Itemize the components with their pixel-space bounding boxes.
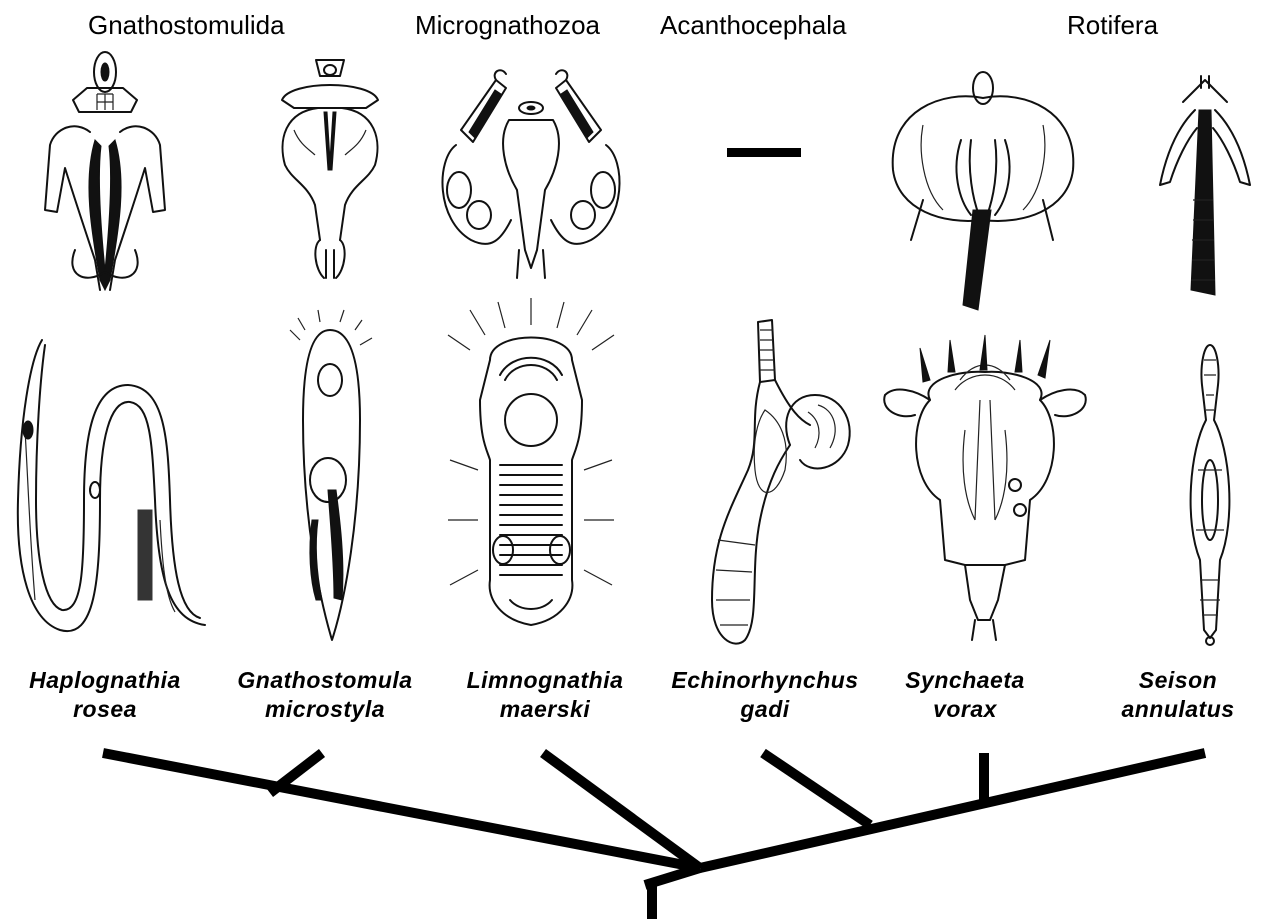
species-genus: Seison bbox=[1083, 666, 1273, 695]
species-epithet: rosea bbox=[10, 695, 200, 724]
species-label-gnathostomula-microstyla: Gnathostomula microstyla bbox=[230, 666, 420, 724]
species-epithet: maerski bbox=[450, 695, 640, 724]
jaw-absent-bar bbox=[727, 148, 801, 157]
body-echinorhynchus bbox=[712, 320, 850, 644]
species-label-haplognathia-rosea: Haplognathia rosea bbox=[10, 666, 200, 724]
species-epithet: vorax bbox=[870, 695, 1060, 724]
species-epithet: annulatus bbox=[1083, 695, 1273, 724]
species-label-echinorhynchus-gadi: Echinorhynchus gadi bbox=[670, 666, 860, 724]
jaw-synchaeta bbox=[893, 72, 1074, 310]
species-epithet: microstyla bbox=[230, 695, 420, 724]
body-limnognathia bbox=[448, 298, 614, 625]
species-genus: Haplognathia bbox=[10, 666, 200, 695]
phylogenetic-tree bbox=[103, 753, 1205, 919]
species-genus: Gnathostomula bbox=[230, 666, 420, 695]
tree-root-join bbox=[645, 868, 700, 885]
species-genus: Echinorhynchus bbox=[670, 666, 860, 695]
jaw-limnognathia bbox=[442, 70, 619, 278]
tree-branch-gnathostomulida bbox=[103, 753, 700, 868]
tree-branch-eurotatoria bbox=[700, 753, 1205, 868]
jaw-haplognathia bbox=[45, 52, 165, 290]
species-genus: Limnognathia bbox=[450, 666, 640, 695]
body-synchaeta bbox=[884, 335, 1086, 640]
jaw-gnathostomula bbox=[282, 60, 378, 278]
species-label-limnognathia-maerski: Limnognathia maerski bbox=[450, 666, 640, 724]
species-epithet: gadi bbox=[670, 695, 860, 724]
body-gnathostomula bbox=[290, 310, 372, 640]
species-genus: Synchaeta bbox=[870, 666, 1060, 695]
species-label-synchaeta-vorax: Synchaeta vorax bbox=[870, 666, 1060, 724]
tree-branch-echinorhynchus bbox=[763, 753, 870, 825]
body-haplognathia bbox=[18, 340, 205, 631]
body-seison bbox=[1191, 345, 1230, 645]
species-label-seison-annulatus: Seison annulatus bbox=[1083, 666, 1273, 724]
jaw-seison bbox=[1160, 76, 1250, 295]
